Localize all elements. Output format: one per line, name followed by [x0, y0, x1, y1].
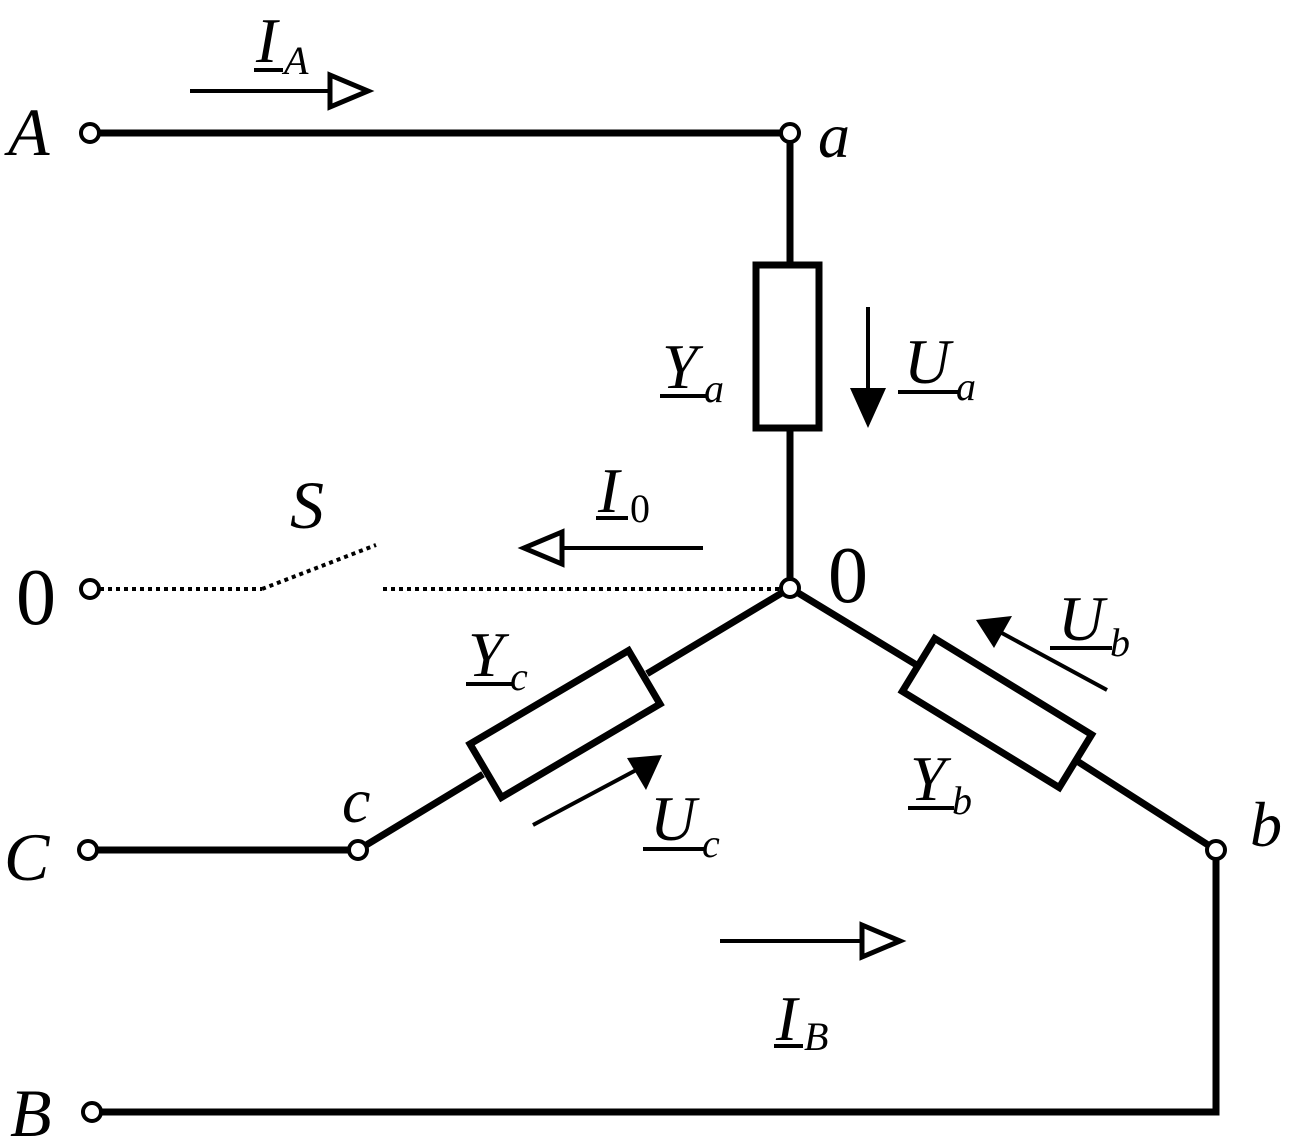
- switch-blade: [261, 543, 377, 591]
- label-voltage-Uc: U c: [643, 783, 720, 866]
- svg-text:b: b: [952, 778, 972, 823]
- svg-text:I: I: [775, 983, 800, 1054]
- label-node-zero: 0: [828, 532, 868, 620]
- label-terminal-zero-left: 0: [16, 554, 56, 642]
- current-arrow-IA: [190, 71, 375, 111]
- label-switch-S: S: [290, 467, 324, 543]
- label-voltage-Ua: U a: [898, 326, 976, 409]
- svg-text:Y: Y: [468, 619, 510, 690]
- label-current-IB: I B: [774, 983, 828, 1059]
- svg-text:a: a: [956, 364, 976, 409]
- admittance-Ya-box: [752, 261, 823, 432]
- label-admittance-Ya: Y a: [660, 331, 724, 411]
- label-node-c: c: [342, 765, 370, 836]
- label-admittance-Yb: Y b: [908, 743, 972, 823]
- svg-text:Y: Y: [662, 331, 704, 402]
- svg-text:U: U: [904, 326, 954, 397]
- svg-text:Y: Y: [910, 743, 952, 814]
- label-current-IA: I A: [254, 5, 309, 83]
- terminal-C: [77, 839, 99, 861]
- node-b: [1205, 839, 1227, 861]
- node-a: [779, 122, 801, 144]
- svg-text:A: A: [281, 38, 309, 83]
- voltage-arrow-Ub: [976, 616, 1108, 692]
- svg-text:I: I: [255, 5, 280, 76]
- terminal-0-left: [79, 578, 101, 600]
- svg-text:c: c: [702, 821, 720, 866]
- voltage-arrow-Ua: [850, 307, 886, 428]
- current-arrow-I0: [517, 528, 703, 568]
- admittance-Yb-box: [897, 633, 1097, 793]
- current-arrow-IB: [720, 921, 907, 961]
- node-c: [347, 839, 369, 861]
- svg-text:b: b: [1110, 620, 1130, 665]
- wire-0-Yc: [645, 583, 795, 677]
- label-node-b: b: [1250, 789, 1282, 860]
- voltage-arrow-Uc: [532, 755, 662, 827]
- svg-text:U: U: [650, 783, 700, 854]
- label-node-a: a: [818, 100, 850, 171]
- label-terminal-C: C: [4, 819, 50, 895]
- svg-text:0: 0: [630, 486, 650, 531]
- admittance-Yc-box: [465, 645, 665, 803]
- wire-Yc-c: [353, 771, 485, 855]
- svg-text:I: I: [597, 455, 622, 526]
- label-terminal-B: B: [10, 1075, 52, 1138]
- svg-text:B: B: [804, 1014, 828, 1059]
- wire-Yb-b: [1075, 758, 1221, 855]
- svg-text:U: U: [1058, 583, 1108, 654]
- wire-0-Yb: [785, 583, 920, 669]
- label-current-I0: I 0: [596, 455, 650, 531]
- terminal-A: [79, 122, 101, 144]
- label-voltage-Ub: U b: [1050, 583, 1130, 665]
- terminal-B: [81, 1101, 103, 1123]
- label-admittance-Yc: Y c: [466, 619, 528, 699]
- label-terminal-A: A: [4, 94, 50, 170]
- svg-text:c: c: [510, 654, 528, 699]
- node-0: [779, 577, 801, 599]
- svg-text:a: a: [704, 366, 724, 411]
